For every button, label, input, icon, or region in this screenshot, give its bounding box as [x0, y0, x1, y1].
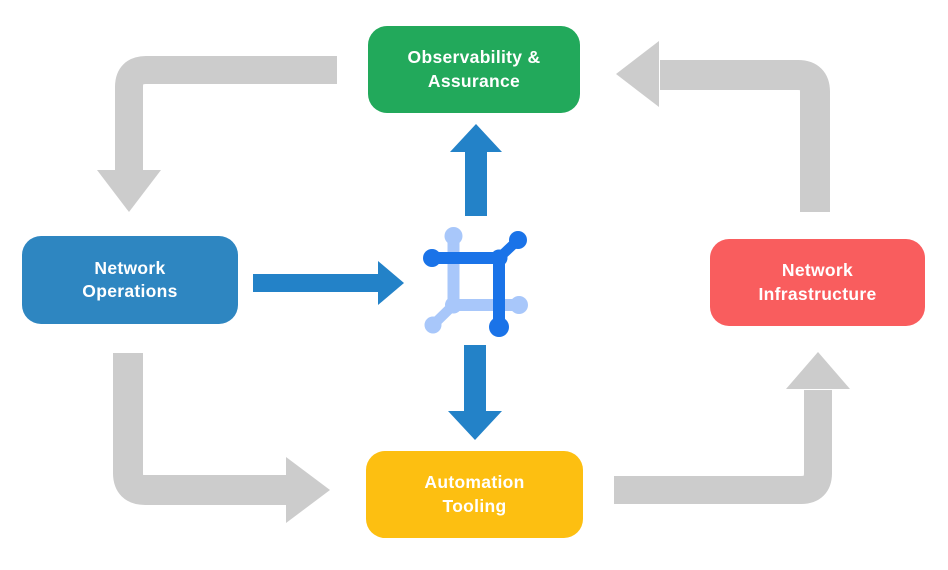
node-observability-assurance: Observability & Assurance	[368, 26, 580, 113]
cycle-arrow-top-left-shaft	[115, 56, 337, 171]
cycle-arrow-bottom-left	[113, 353, 330, 523]
cycle-arrow-top-left-head	[97, 170, 161, 212]
flow-arrow-center-to-bottom	[448, 345, 502, 440]
network-mesh-icon-light-strokes	[424, 227, 528, 334]
node-network-operations-label: Network Operations	[82, 257, 177, 303]
node-label-line: Automation	[424, 472, 525, 493]
cycle-arrow-bottom-left-head	[286, 457, 330, 523]
node-label-line: Tooling	[442, 495, 507, 516]
cycle-arrow-top-right-head	[616, 41, 659, 107]
cycle-arrow-bottom-right	[614, 352, 850, 504]
network-mesh-icon-dark-strokes	[423, 231, 527, 337]
node-automation-tooling: Automation Tooling	[366, 451, 583, 538]
node-automation-tooling-label: Automation Tooling	[424, 471, 524, 517]
node-network-infrastructure: Network Infrastructure	[710, 239, 925, 326]
node-network-infrastructure-label: Network Infrastructure	[759, 259, 877, 305]
cycle-arrow-bottom-right-head	[786, 352, 850, 389]
node-observability-assurance-label: Observability & Assurance	[408, 46, 541, 92]
node-label-line: Network	[781, 260, 854, 281]
cycle-arrow-top-right	[616, 41, 830, 212]
network-mesh-icon	[423, 227, 528, 337]
node-label-line: Infrastructure	[758, 283, 877, 304]
flow-arrow-down-head	[448, 411, 502, 440]
flow-arrow-center-to-top	[450, 124, 502, 216]
node-label-line: Operations	[82, 281, 178, 301]
flow-arrow-left-to-center	[253, 261, 404, 305]
cycle-arrow-top-left	[97, 56, 337, 212]
node-network-operations: Network Operations	[22, 236, 238, 324]
flow-arrow-up-head	[450, 124, 502, 152]
cycle-arrow-bottom-left-shaft	[113, 353, 287, 505]
cycle-arrow-top-right-shaft	[660, 60, 830, 212]
node-label-line: Network	[94, 257, 166, 278]
flow-arrow-left-head	[378, 261, 404, 305]
node-label-line: Assurance	[427, 70, 521, 91]
cycle-arrow-bottom-right-shaft	[614, 390, 832, 504]
node-label-line: Observability &	[407, 47, 541, 68]
